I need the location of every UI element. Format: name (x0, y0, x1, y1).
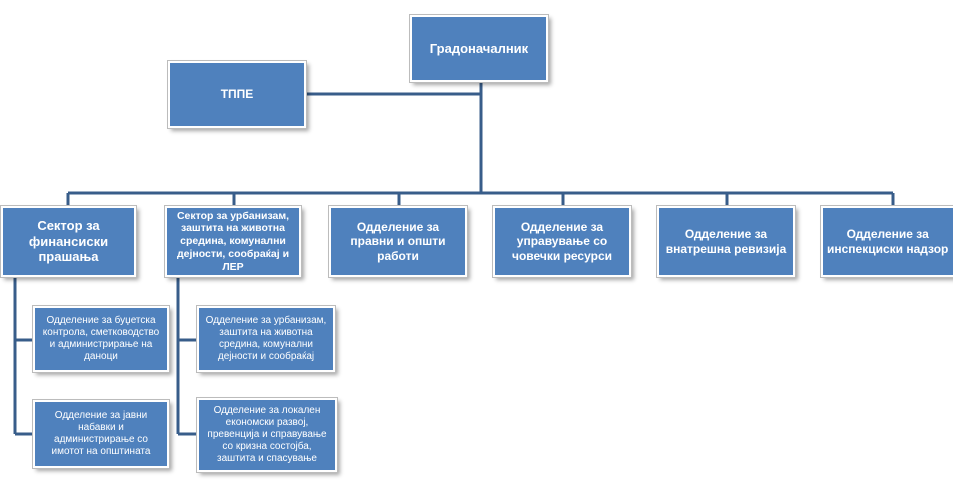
inspection-department-box: Одделение за инспекциски надзор (820, 205, 953, 278)
tppe-box: ТППЕ (167, 60, 307, 129)
urbanism-sector-box: Сектор за урбанизам, заштита на животна … (164, 205, 302, 278)
budget-control-department-box: Одделение за буџетска контрола, сметково… (32, 305, 170, 373)
legal-department-box: Одделение за правни и општи работи (328, 205, 468, 278)
procurement-department-box: Одделение за јавни набавки и администрир… (32, 399, 170, 469)
local-economic-development-box: Одделение за локален економски развој, п… (196, 397, 338, 473)
audit-department-box: Одделение за внатрешна ревизија (656, 205, 796, 278)
mayor-box: Градоначалник (409, 14, 549, 83)
finance-sector-box: Сектор за финансиски прашања (0, 205, 137, 278)
urbanism-department-box: Одделение за урбанизам, заштита на живот… (196, 305, 336, 373)
hr-department-box: Одделение за управување со човечки ресур… (492, 205, 632, 278)
